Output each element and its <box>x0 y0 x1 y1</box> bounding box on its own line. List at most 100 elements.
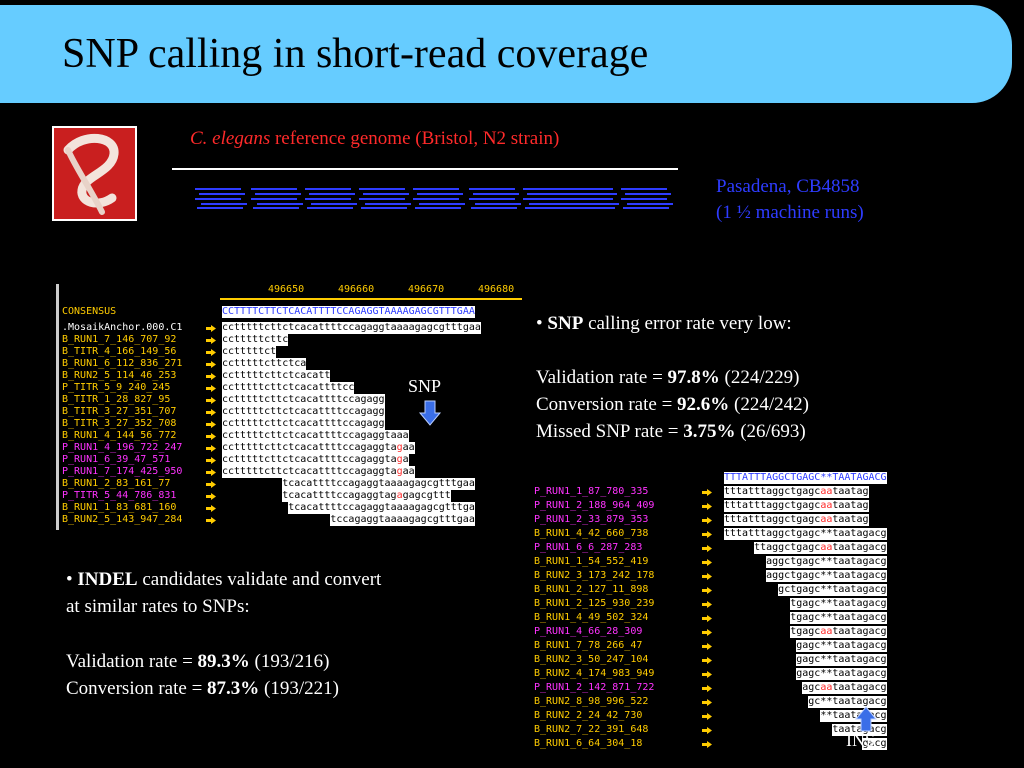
read-sequence: tcacattttccagaggtaaaagagcgtttgaa <box>282 478 475 490</box>
read-sequence: cctttttcttctcacattttccagagg <box>222 418 385 430</box>
indel-validation-label: Validation rate = <box>66 651 198 672</box>
snp-missed-label: Missed SNP rate = <box>536 421 684 442</box>
read-name: B_RUN1_6_112_836_271 <box>62 358 183 369</box>
read-direction-arrow-icon <box>206 445 216 452</box>
read-direction-arrow-icon <box>702 727 712 734</box>
snp-label: SNP <box>408 376 442 396</box>
read-sequence: cctttttcttctcacattttccagaggtaaa <box>222 430 409 442</box>
read-sequence: cctttttcttctcacatt <box>222 370 331 382</box>
read-sequence: cctttttcttctcacattttccagagg <box>222 394 385 406</box>
species-name: C. elegans <box>190 128 271 149</box>
read-direction-arrow-icon <box>206 481 216 488</box>
read-direction-arrow-icon <box>206 505 216 512</box>
read-sequence: cctttttcttctcacattttccagagg <box>222 406 385 418</box>
read-name: B_TITR_3_27_352_708 <box>62 418 177 429</box>
variant-base: g <box>396 442 403 453</box>
read-sequence: cctttttcttctcacattttccagaggtagaa <box>222 442 415 454</box>
ins-read-sequence: agcaataatagacg <box>802 682 887 694</box>
read-direction-arrow-icon <box>702 643 712 650</box>
ins-read-sequence: gc**taatagacg <box>808 696 887 708</box>
snp-down-arrow-icon <box>418 400 442 426</box>
read-direction-arrow-icon <box>702 587 712 594</box>
variant-base: a <box>396 490 403 501</box>
ins-read-sequence: taatagacg <box>832 724 887 736</box>
read-name: B_RUN1_4_144_56_772 <box>62 430 177 441</box>
name-column-divider <box>56 284 59 530</box>
indel-heading-bold: INDEL <box>77 569 138 590</box>
snp-heading: • SNP calling error rate very low: <box>536 310 792 337</box>
read-sequence: cctttttcttctcacattttcc <box>222 382 355 394</box>
ins-read-sequence: tttatttaggctgagcaataatag <box>724 514 869 526</box>
strain-caption: Pasadena, CB4858 (1 ½ machine runs) <box>716 174 864 226</box>
ins-read-sequence: gacg <box>862 738 887 750</box>
read-name: B_RUN1_2_83_161_77 <box>62 478 171 489</box>
read-sequence: tccagaggtaaaagagcgtttgaa <box>330 514 475 526</box>
read-direction-arrow-icon <box>702 615 712 622</box>
read-name: .MosaikAnchor.000.C1 <box>62 322 183 333</box>
read-direction-arrow-icon <box>702 573 712 580</box>
snp-validation-count: (224/229) <box>719 367 800 388</box>
ins-read-name: B_RUN1_4_42_660_738 <box>534 528 649 539</box>
variant-base: g <box>396 466 403 477</box>
ins-read-sequence: tttatttaggctgagc**taatagacg <box>724 528 887 540</box>
strain-line-1: Pasadena, CB4858 <box>716 176 860 197</box>
snp-heading-bold: SNP <box>547 313 584 334</box>
read-direction-arrow-icon <box>206 457 216 464</box>
read-direction-arrow-icon <box>206 493 216 500</box>
reference-line <box>172 168 678 170</box>
ins-read-sequence: gagc**taatagacg <box>796 654 887 666</box>
read-sequence: cctttttcttctcacattttccagaggtaga <box>222 454 409 466</box>
ins-read-name: P_RUN1_2_142_871_722 <box>534 682 655 693</box>
variant-base: aa <box>820 514 833 525</box>
ins-read-name: B_RUN1_2_125_930_239 <box>534 598 655 609</box>
ruler-tick-label: 496650 <box>268 284 305 295</box>
read-coverage-strip <box>195 188 673 209</box>
snp-missed-line: Missed SNP rate = 3.75% (26/693) <box>536 418 806 445</box>
ins-read-sequence: tgagcaataatagacg <box>790 626 887 638</box>
read-direction-arrow-icon <box>702 699 712 706</box>
snp-validation-line: Validation rate = 97.8% (224/229) <box>536 364 799 391</box>
read-sequence: cctttttcttctcacattttccagaggtagaa <box>222 466 415 478</box>
strain-line-2: (1 ½ machine runs) <box>716 202 864 223</box>
ins-read-name: P_RUN1_2_188_964_409 <box>534 500 655 511</box>
read-direction-arrow-icon <box>206 349 216 356</box>
variant-base: aa <box>820 682 833 693</box>
read-direction-arrow-icon <box>702 713 712 720</box>
snp-missed-count: (26/693) <box>735 421 806 442</box>
ins-read-sequence: gagc**taatagacg <box>796 668 887 680</box>
variant-base: g <box>396 454 403 465</box>
ruler-tick-label: 496660 <box>338 284 375 295</box>
read-sequence: tcacattttccagaggtagagagcgttt <box>282 490 451 502</box>
ins-read-name: B_RUN2_3_50_247_104 <box>534 654 649 665</box>
variant-base: aa <box>820 542 833 553</box>
snp-missed-value: 3.75% <box>683 421 736 442</box>
read-direction-arrow-icon <box>702 685 712 692</box>
read-sequence: cctttttct <box>222 346 277 358</box>
read-direction-arrow-icon <box>206 433 216 440</box>
read-name: B_TITR_4_166_149_56 <box>62 346 177 357</box>
ins-read-name: B_RUN2_8_98_996_522 <box>534 696 649 707</box>
ruler-tick-label: 496670 <box>408 284 445 295</box>
read-direction-arrow-icon <box>206 409 216 416</box>
snp-conversion-count: (224/242) <box>729 394 809 415</box>
read-direction-arrow-icon <box>206 421 216 428</box>
ins-read-sequence: aggctgagc**taatagacg <box>766 570 887 582</box>
indel-bullet: • <box>66 569 73 590</box>
ins-read-name: B_RUN2_4_174_983_949 <box>534 668 655 679</box>
consensus-sequence: CCTTTTCTTCTCACATTTTCCAGAGGTAAAAGAGCGTTTG… <box>222 306 475 318</box>
read-name: B_TITR_3_27_351_707 <box>62 406 177 417</box>
ins-read-sequence: gagc**taatagacg <box>796 640 887 652</box>
indel-conversion-count: (193/221) <box>259 678 339 699</box>
snp-conversion-line: Conversion rate = 92.6% (224/242) <box>536 391 809 418</box>
read-direction-arrow-icon <box>702 741 712 748</box>
ins-read-name: B_RUN1_7_78_266_47 <box>534 640 643 651</box>
ins-read-sequence: aggctgagc**taatagacg <box>766 556 887 568</box>
read-name: B_RUN1_1_83_681_160 <box>62 502 177 513</box>
snp-heading-rest: calling error rate very low: <box>583 313 792 334</box>
read-name: B_TITR_1_28_827_95 <box>62 394 171 405</box>
ins-read-sequence: tttatttaggctgagcaataatag <box>724 486 869 498</box>
